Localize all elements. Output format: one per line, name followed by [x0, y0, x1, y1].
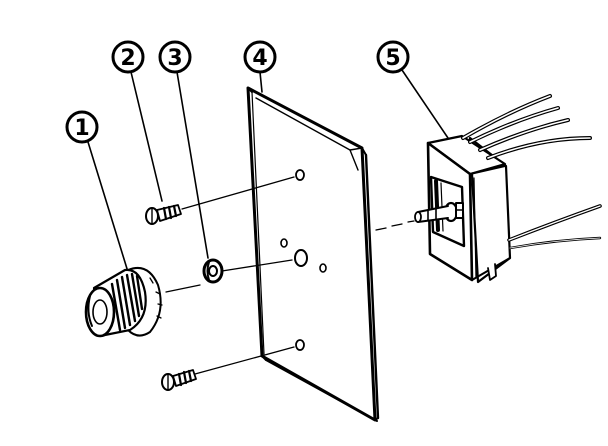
callout-5: 5: [376, 40, 449, 139]
callout-2: 2: [111, 40, 163, 202]
plate-small-hole-right: [319, 263, 327, 273]
plate-top-screw-hole: [295, 169, 305, 181]
wall-plate: [246, 86, 380, 422]
switch-wires: [461, 94, 602, 250]
assembly-lines: [165, 176, 415, 375]
callout-3-label: 3: [167, 46, 182, 71]
callout-1: 1: [65, 110, 129, 273]
plate-center-hole: [294, 249, 308, 267]
callout-1-label: 1: [74, 116, 89, 141]
callout-3: 3: [158, 40, 209, 259]
screw-bottom: [161, 369, 197, 391]
dimmer-switch: [414, 134, 512, 284]
nut: [202, 258, 224, 284]
callout-5-label: 5: [385, 46, 400, 71]
callout-2-label: 2: [120, 46, 135, 71]
screw-top: [145, 204, 182, 225]
plate-bottom-screw-hole: [295, 339, 305, 351]
callout-4: 4: [243, 40, 277, 93]
callout-4-label: 4: [252, 46, 267, 71]
plate-small-hole-left: [280, 238, 288, 248]
knob: [84, 266, 163, 338]
